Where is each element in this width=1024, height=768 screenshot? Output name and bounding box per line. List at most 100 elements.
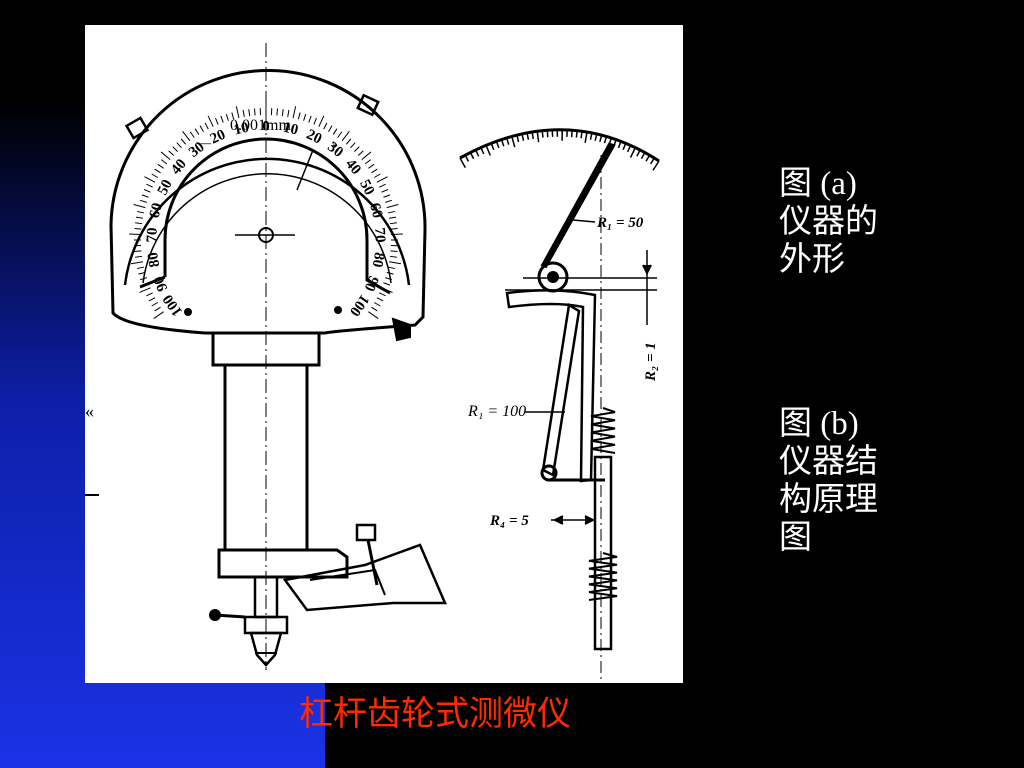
b-scale-tick [464, 154, 470, 162]
dial-tick [144, 176, 156, 183]
scale-inner-arc [142, 173, 392, 284]
dial-tick [386, 204, 399, 209]
r2-label: R₂ = 1 [643, 342, 659, 382]
dial-tick [354, 146, 360, 152]
slide-caption: 杠杆齿轮式测微仪 [299, 696, 571, 733]
dial-tick [357, 150, 364, 156]
b-scale-tick [475, 149, 480, 157]
svg-text:«: « [85, 401, 94, 421]
release-lever [282, 543, 447, 612]
dial-tick [134, 250, 142, 253]
dial-tick [151, 302, 158, 307]
dial-plus-label: + [330, 139, 338, 154]
dial-tick [337, 131, 343, 138]
dial-tick [139, 199, 147, 203]
dial-tick [387, 266, 395, 270]
dial-tick [154, 306, 161, 312]
figure-a-instrument [109, 43, 447, 670]
dial-tick [154, 168, 161, 174]
r4-label: R₄ = 5 [489, 513, 529, 529]
dial-tick [303, 113, 307, 121]
scale-label: 60 [147, 201, 166, 220]
b-upper-lever [505, 289, 597, 483]
b-scale-tick [570, 130, 573, 138]
lever-screw [355, 523, 377, 542]
b-scale-tick [516, 134, 520, 143]
dial-tick [287, 109, 290, 117]
dial-tick [135, 255, 143, 258]
b-scale-tick [580, 131, 583, 139]
dial-tick [248, 109, 251, 117]
dial-unit-label: 0.001mm [230, 117, 291, 134]
spring-coil [588, 552, 618, 601]
b-scale-tick [480, 147, 485, 155]
figure-b-label-line: 构原理 [779, 482, 878, 518]
dial-tick [323, 122, 328, 130]
dial-tick [389, 255, 397, 258]
scale-label: 100 [346, 291, 372, 319]
dial-tick [207, 115, 214, 127]
scale-label: 70 [144, 227, 161, 243]
b-scale-arc [459, 128, 660, 163]
dial-tick [381, 189, 389, 193]
b-scale-tick [500, 139, 505, 147]
figure-b-label: 图 (b) 仪器结 构原理 图 [779, 405, 878, 557]
dial-tick [308, 115, 312, 123]
scale-label: 10 [232, 120, 250, 139]
b-scale-tick [617, 141, 622, 149]
dial-tick [281, 109, 284, 117]
b-scale-tick [459, 157, 466, 168]
dial-tick [180, 138, 187, 145]
dial-tick [383, 194, 391, 198]
dial-tick [389, 222, 397, 225]
b-scale-tick [490, 143, 495, 151]
dial-tick [130, 261, 143, 265]
dial-tick [215, 117, 219, 125]
dial-tick [194, 128, 200, 135]
right-clamp [356, 93, 380, 117]
dial-tick [151, 173, 158, 178]
dial-tick [368, 163, 375, 169]
b-scale-tick [505, 137, 510, 145]
dial-tick [379, 292, 386, 297]
dial-tick [182, 131, 191, 142]
dial-tick [376, 297, 384, 302]
dial-tick [225, 113, 229, 121]
dial-tick [341, 131, 350, 142]
b-scale-tick [622, 143, 627, 151]
b-scale-tick [626, 145, 632, 153]
scale-label: 20 [208, 127, 228, 148]
b-scale-tick [584, 131, 588, 143]
b-scale-tick [589, 132, 593, 140]
dial-tick [313, 117, 317, 125]
dial-tick [364, 159, 372, 165]
dial-tick [137, 266, 145, 270]
scale-label: 50 [356, 177, 377, 198]
dial-tick [168, 150, 175, 156]
figure-a-label-line: 图 (a) [779, 166, 857, 202]
dial-pointer [296, 149, 314, 191]
dial-tick [160, 159, 168, 165]
dial-tick [135, 222, 143, 225]
r1-top-label: R₁ = 50 [596, 215, 644, 231]
dial-tick [135, 216, 143, 219]
scale-label: 20 [304, 127, 324, 148]
dial-tick [141, 282, 149, 286]
dial-tick [134, 227, 142, 230]
dial-tick [332, 128, 338, 135]
scale-label: 0 [262, 118, 270, 134]
dial-tick [376, 176, 388, 183]
scale-outer-arc [123, 157, 411, 286]
b-scale-tick [531, 131, 535, 140]
dial-tick [153, 311, 164, 319]
b-scale-tick [599, 134, 603, 143]
dial-tick [386, 271, 394, 275]
figure-b-label-line: 图 (b) [779, 406, 859, 442]
dial-tick [242, 109, 245, 117]
dial-tick [146, 183, 153, 188]
dial-tick [176, 142, 182, 149]
scale-label: 90 [361, 273, 382, 293]
lower-housing [217, 548, 349, 579]
dial-tick [371, 168, 378, 174]
